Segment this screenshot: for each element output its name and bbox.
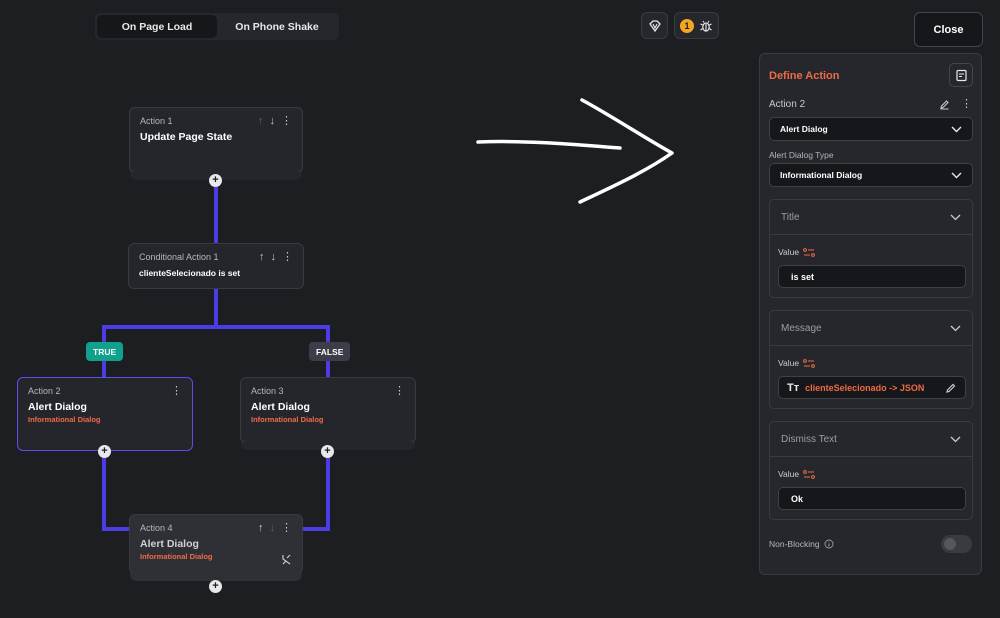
node-subtitle: Informational Dialog bbox=[28, 415, 101, 424]
message-section-header[interactable]: Message bbox=[770, 311, 972, 346]
node-title: Alert Dialog bbox=[28, 401, 87, 413]
info-icon bbox=[824, 539, 834, 549]
node-label: Action 4 bbox=[140, 523, 173, 533]
merge-icon bbox=[282, 554, 291, 565]
non-blocking-label: Non-Blocking bbox=[769, 539, 820, 549]
chevron-down-icon bbox=[950, 436, 961, 442]
action-node-2[interactable]: Action 2 Alert Dialog Informational Dial… bbox=[17, 377, 193, 451]
message-section: Message Value Tт clienteSelecionado -> J… bbox=[769, 310, 973, 409]
flutterflow-agent-button[interactable] bbox=[641, 12, 668, 39]
action-node-4[interactable]: Action 4 Alert Dialog Informational Dial… bbox=[129, 514, 303, 581]
move-up-icon[interactable]: ↑ bbox=[258, 522, 264, 534]
bug-icon bbox=[700, 20, 712, 32]
node-label: Action 3 bbox=[251, 386, 284, 396]
title-section: Title Value is set bbox=[769, 199, 973, 298]
node-label: Action 2 bbox=[28, 386, 61, 396]
value-label: Value bbox=[778, 469, 800, 479]
node-title: clienteSelecionado is set bbox=[139, 268, 241, 278]
more-vert-icon[interactable]: ⋮ bbox=[961, 98, 972, 110]
move-down-icon: ↓ bbox=[269, 522, 276, 534]
non-blocking-toggle[interactable] bbox=[941, 535, 972, 553]
action-notes-button[interactable] bbox=[949, 63, 973, 87]
issue-count-badge: 1 bbox=[680, 18, 694, 33]
annotation-arrow bbox=[476, 98, 674, 204]
action-node-1[interactable]: Action 1 Update Page State ↑ ↓ ⋮ bbox=[129, 107, 303, 180]
chevron-down-icon bbox=[950, 325, 961, 331]
action-type-value: Alert Dialog bbox=[780, 124, 828, 134]
node-subtitle: Informational Dialog bbox=[251, 415, 324, 424]
add-action-button[interactable]: + bbox=[209, 174, 222, 187]
conditional-action-node[interactable]: Conditional Action 1 clienteSelecionado … bbox=[128, 243, 304, 289]
node-label: Action 1 bbox=[140, 116, 173, 126]
action-name-label: Action 2 bbox=[769, 99, 806, 110]
move-up-icon: ↑ bbox=[258, 115, 264, 127]
dialog-type-value: Informational Dialog bbox=[780, 170, 863, 180]
dialog-type-select[interactable]: Informational Dialog bbox=[769, 163, 973, 187]
node-label: Conditional Action 1 bbox=[139, 252, 219, 262]
note-add-icon bbox=[955, 69, 967, 81]
section-label: Message bbox=[781, 322, 822, 334]
dismiss-value-field[interactable]: Ok bbox=[778, 487, 966, 510]
add-action-button[interactable]: + bbox=[209, 580, 222, 593]
value-label: Value bbox=[778, 247, 800, 257]
more-vert-icon[interactable]: ⋮ bbox=[171, 385, 182, 397]
more-vert-icon[interactable]: ⋮ bbox=[281, 522, 292, 534]
variable-icon[interactable] bbox=[803, 469, 816, 479]
true-branch-badge: TRUE bbox=[86, 342, 124, 361]
node-subtitle: Informational Dialog bbox=[140, 552, 213, 561]
text-type-icon: Tт bbox=[787, 381, 800, 394]
panel-title: Define Action bbox=[769, 70, 840, 82]
tab-on-page-load[interactable]: On Page Load bbox=[97, 15, 217, 38]
title-section-header[interactable]: Title bbox=[770, 200, 972, 235]
move-down-icon[interactable]: ↓ bbox=[270, 251, 277, 263]
trigger-tabs: On Page Load On Phone Shake bbox=[95, 13, 339, 40]
dismiss-section-header[interactable]: Dismiss Text bbox=[770, 422, 972, 457]
add-action-button[interactable]: + bbox=[321, 445, 334, 458]
move-down-icon[interactable]: ↓ bbox=[269, 115, 276, 127]
message-value: clienteSelecionado -> JSON bbox=[805, 382, 925, 393]
node-title: Update Page State bbox=[140, 131, 233, 143]
false-branch-badge: FALSE bbox=[309, 342, 351, 361]
tab-on-phone-shake[interactable]: On Phone Shake bbox=[235, 20, 319, 33]
dismiss-text-section: Dismiss Text Value Ok bbox=[769, 421, 973, 520]
section-label: Dismiss Text bbox=[781, 433, 837, 445]
title-value-field[interactable]: is set bbox=[778, 265, 966, 288]
move-up-icon[interactable]: ↑ bbox=[259, 251, 265, 263]
chevron-down-icon bbox=[951, 172, 962, 178]
action-node-3[interactable]: Action 3 Alert Dialog Informational Dial… bbox=[240, 377, 416, 450]
variable-icon[interactable] bbox=[803, 358, 816, 368]
value-label: Value bbox=[778, 358, 800, 368]
dialog-type-label: Alert Dialog Type bbox=[769, 150, 834, 160]
diamond-logo-icon bbox=[648, 19, 661, 32]
message-value-field[interactable]: Tт clienteSelecionado -> JSON bbox=[778, 376, 966, 399]
add-action-button[interactable]: + bbox=[98, 445, 111, 458]
chevron-down-icon bbox=[951, 126, 962, 132]
edit-icon[interactable] bbox=[939, 99, 950, 110]
edit-icon[interactable] bbox=[945, 382, 957, 394]
define-action-panel: Define Action Action 2 ⋮ Alert Dialog Al… bbox=[759, 53, 982, 575]
chevron-down-icon bbox=[950, 214, 961, 220]
more-vert-icon[interactable]: ⋮ bbox=[281, 115, 292, 127]
close-button[interactable]: Close bbox=[914, 12, 983, 47]
variable-icon[interactable] bbox=[803, 247, 816, 257]
more-vert-icon[interactable]: ⋮ bbox=[282, 251, 293, 263]
debug-issues-button[interactable]: 1 bbox=[674, 12, 719, 39]
more-vert-icon[interactable]: ⋮ bbox=[394, 385, 405, 397]
section-label: Title bbox=[781, 211, 800, 223]
node-title: Alert Dialog bbox=[251, 401, 310, 413]
node-title: Alert Dialog bbox=[140, 538, 199, 550]
action-type-select[interactable]: Alert Dialog bbox=[769, 117, 973, 141]
